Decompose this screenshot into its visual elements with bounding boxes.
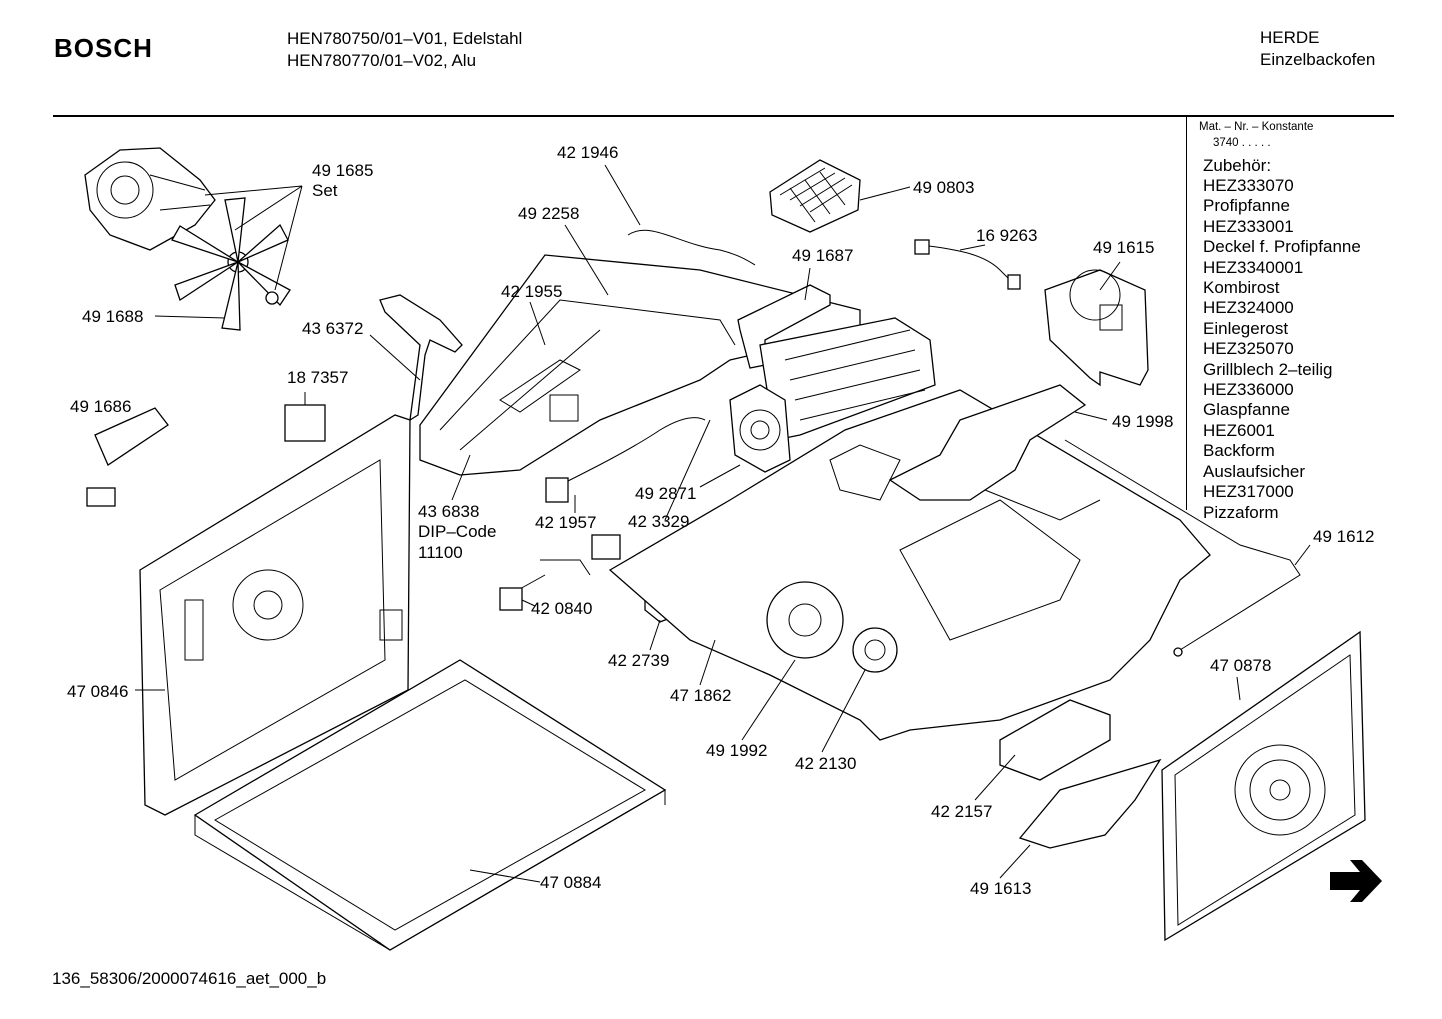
- drawing-id: 136_58306/2000074616_aet_000_b: [52, 969, 327, 988]
- accessory-item: HEZ6001: [1203, 420, 1275, 440]
- accessory-item: HEZ3340001: [1203, 257, 1304, 277]
- part-label: 49 1612: [1313, 527, 1375, 546]
- header-divider: [53, 115, 1394, 117]
- model-line-2: HEN780770/01–V02, Alu: [287, 51, 477, 70]
- part-label: 49 1992: [706, 741, 768, 760]
- part-label: 49 0803: [913, 178, 975, 197]
- module-422157: [999, 699, 1111, 781]
- part-label: 49 1685: [312, 161, 374, 180]
- accessory-item: Deckel f. Profipfanne: [1203, 237, 1361, 257]
- bracket-436372: [379, 294, 463, 422]
- part-label: 49 2871: [635, 484, 697, 503]
- part-label: 47 0846: [67, 682, 129, 701]
- accessory-item: Backform: [1203, 441, 1275, 461]
- part-label: 49 1613: [970, 879, 1032, 898]
- part-label: 42 2739: [608, 651, 670, 670]
- category-line-1: HERDE: [1260, 28, 1320, 47]
- cover-491613: [1018, 758, 1162, 849]
- duct-plate-471862: [608, 389, 1211, 741]
- tangential-fan-492871: [729, 317, 936, 473]
- arrow-right-icon[interactable]: [1330, 860, 1382, 902]
- connector-small: [86, 487, 116, 507]
- category-line-2: Einzelbackofen: [1260, 50, 1376, 69]
- fan-motor-assembly: [84, 147, 216, 251]
- control-housing: [419, 254, 861, 476]
- accessory-item: HEZ336000: [1203, 380, 1294, 400]
- part-label: 49 2258: [518, 204, 580, 223]
- cable-421957: [559, 417, 706, 486]
- part-label: 42 2130: [795, 754, 857, 773]
- side-panel-divider: [1186, 117, 1187, 510]
- duct-491998: [888, 384, 1087, 501]
- accessory-item: Auslaufsicher: [1203, 461, 1306, 481]
- part-label: 49 1998: [1112, 412, 1174, 431]
- terminal-block-491686: [94, 407, 169, 466]
- accessory-item: Einlegerost: [1203, 318, 1289, 338]
- accessory-item: Pizzaform: [1203, 502, 1279, 522]
- appliance-category: HERDE Einzelbackofen: [1260, 27, 1375, 71]
- part-label: 47 1862: [670, 686, 732, 705]
- accessory-item: HEZ333001: [1203, 216, 1294, 236]
- cable-421946: [627, 229, 756, 266]
- sensor-tip: [1173, 647, 1183, 657]
- accessory-item: Grillblech 2–teilig: [1203, 359, 1333, 379]
- part-label: 49 1686: [70, 397, 132, 416]
- leader-lines: [135, 164, 1311, 883]
- accessory-item: HEZ325070: [1203, 339, 1294, 359]
- back-panel-470878: [1161, 630, 1366, 942]
- sensor-wire-491612: [1064, 439, 1301, 651]
- accessory-item: HEZ317000: [1203, 482, 1294, 502]
- accessory-item: Glaspfanne: [1203, 400, 1290, 420]
- bottom-tray-470884: [193, 659, 667, 951]
- switch-491615: [1044, 269, 1149, 387]
- part-label: Set: [312, 181, 338, 200]
- heatsink-490803: [769, 159, 861, 233]
- part-label: 49 1687: [792, 246, 854, 265]
- part-label: 42 1957: [535, 513, 597, 532]
- part-label: 42 2157: [931, 802, 993, 821]
- part-label: 49 1688: [82, 307, 144, 326]
- part-label: 43 6838: [418, 502, 480, 521]
- part-187357: [284, 404, 326, 442]
- fan-nut: [265, 291, 279, 305]
- thermostat-423329: [591, 534, 621, 560]
- part-label: 42 1955: [501, 282, 563, 301]
- accessory-item: Kombirost: [1203, 278, 1280, 298]
- part-label: 42 0840: [531, 599, 593, 618]
- part-label: DIP–Code: [418, 522, 497, 541]
- part-label: 47 0884: [540, 873, 602, 892]
- mat-number-label: Mat. – Nr. – Konstante: [1199, 121, 1314, 133]
- accessories-title: Zubehör:: [1203, 156, 1272, 175]
- part-label: 42 1946: [557, 143, 619, 162]
- sensor-420840: [499, 559, 591, 611]
- part-label: 18 7357: [287, 368, 349, 387]
- part-label: 49 1615: [1093, 238, 1155, 257]
- accessory-item: Profipfanne: [1203, 196, 1290, 216]
- model-line-1: HEN780750/01–V01, Edelstahl: [287, 29, 523, 48]
- part-label: 43 6372: [302, 319, 364, 338]
- model-numbers: HEN780750/01–V01, Edelstahl HEN780770/01…: [287, 28, 522, 72]
- part-label: 11100: [418, 543, 463, 562]
- part-label: 47 0878: [1210, 656, 1272, 675]
- part-label: 42 3329: [628, 512, 690, 531]
- mat-number-value: 3740 . . . . .: [1213, 137, 1271, 149]
- accessory-item: HEZ333070: [1203, 176, 1294, 195]
- cable-169263: [914, 239, 1021, 290]
- blower-491992: [766, 581, 898, 673]
- plug-421957: [545, 477, 569, 503]
- brand-logo: BOSCH: [54, 33, 153, 63]
- accessory-item: HEZ324000: [1203, 298, 1294, 318]
- part-label: 16 9263: [976, 226, 1038, 245]
